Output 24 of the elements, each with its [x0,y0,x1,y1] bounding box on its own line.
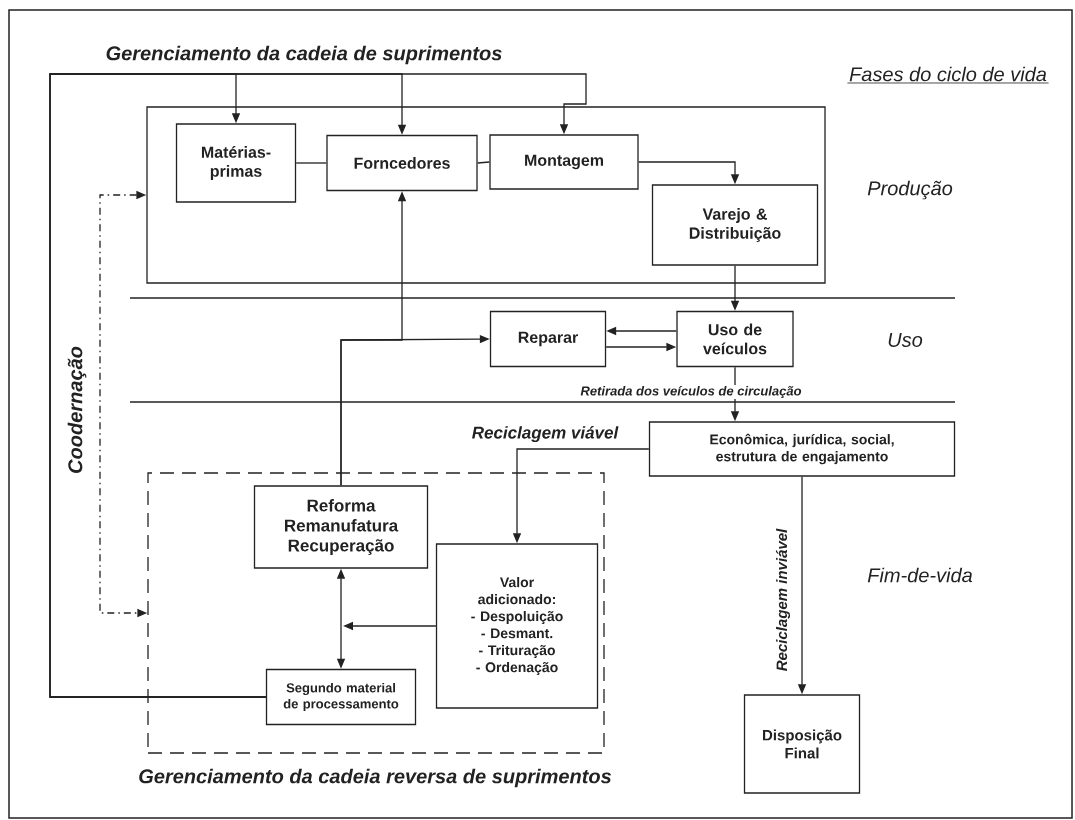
process-box: Disposição Final [743,694,861,794]
section-heading: Gerenciamento da cadeia de suprimentos [106,45,502,65]
process-box: Matérias-primas [175,123,297,203]
phase-label: Uso [888,333,923,347]
process-box: Valor adicionado: - Despoluição - Desmant. - Trituração - Ordenação [435,543,599,709]
phase-label: Fim-de-vida [867,567,973,583]
process-box: Reparar [489,310,607,368]
edge-label: Reciclagem viável [470,425,620,443]
process-box: Uso de veículos [676,310,794,368]
production-frame [146,106,826,284]
edge-label: Coodernação [66,345,88,475]
process-box: Montagem [489,134,639,190]
section-heading: Gerenciamento da cadeia reversa de suprimentos [139,768,612,788]
process-box: Varejo & Distribuição [651,184,819,266]
edge-label: Retirada dos veículos de circulação [579,384,803,400]
arrow [49,73,587,698]
process-box: Forncedores [326,134,478,192]
process-box: Econômica, jurídica, social, estrutura de engajamento [648,421,956,477]
process-box: Reforma Remanufatura Recuperação [253,485,429,569]
phase-label: Produção [867,180,953,200]
phase-heading: Fases do ciclo de vida [847,66,1049,84]
dashed-region [147,472,605,754]
edge-label: Reciclagem inviável [774,527,792,673]
process-box: Segundo material de processamento [265,668,417,726]
